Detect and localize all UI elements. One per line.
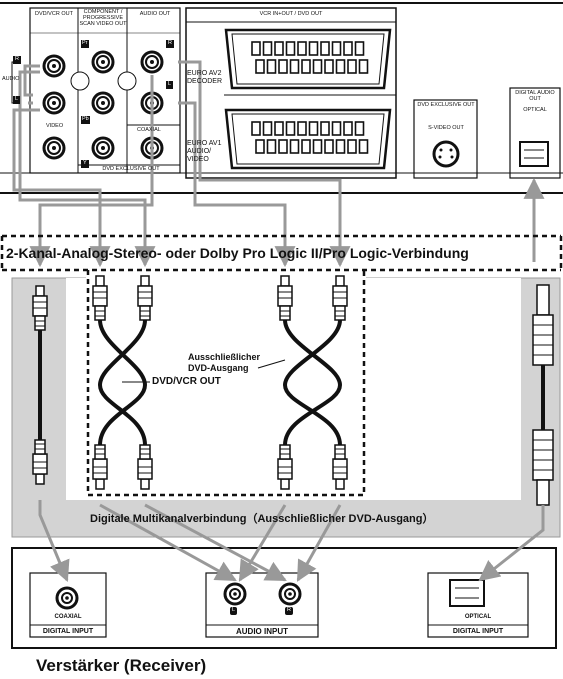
receiver-digital-input-2-label: DIGITAL INPUT — [452, 628, 504, 635]
badge-pr: Pr — [81, 40, 89, 48]
badge-r-left: R — [13, 56, 21, 64]
dvd-exclusive-out-label: DVD EXCLUSIVE OUT — [102, 166, 160, 172]
badge-pb: Pb — [81, 116, 90, 124]
receiver-badge-r: R — [285, 607, 293, 615]
scart-pins-av1 — [251, 121, 369, 154]
optical-panel-label: OPTICAL — [523, 107, 547, 113]
svideo-box-title: DVD EXCLUSIVE OUT — [417, 102, 475, 108]
exclusive-label-line1: Ausschließlicher — [188, 352, 261, 362]
rca-cable-right — [277, 275, 348, 490]
panel-jacks — [42, 50, 164, 160]
badge-l-left: L — [13, 96, 21, 104]
euro-av1-label: EURO AV1 AUDIO/ VIDEO — [187, 140, 222, 164]
audio-out-label: AUDIO OUT — [139, 11, 171, 17]
dvd-vcr-out-label: DVD/VCR OUT — [35, 11, 73, 17]
receiver-routing-lines — [38, 500, 545, 582]
badge-l-audio: L — [166, 81, 174, 89]
optical-cable — [532, 284, 554, 506]
receiver-unit — [11, 547, 557, 649]
receiver-audio-input-label: AUDIO INPUT — [236, 627, 288, 636]
coaxial-panel-label: COAXIAL — [137, 127, 161, 133]
svideo-out-label: S-VIDEO OUT — [428, 125, 464, 131]
analog-connection-frame — [0, 234, 563, 497]
receiver-digital-input-label: DIGITAL INPUT — [42, 628, 94, 635]
video-label: VIDEO — [46, 123, 64, 129]
badge-y: Y — [81, 160, 89, 168]
scart-pins-av2 — [251, 41, 369, 74]
receiver-coaxial-label: COAXIAL — [54, 614, 82, 620]
audio-side-label: AUDIO — [2, 76, 20, 82]
digital-audio-out-title: DIGITAL AUDIO OUT — [515, 90, 555, 102]
coaxial-cable — [32, 285, 48, 485]
vcr-in-out-label: VCR IN+OUT / DVD OUT — [259, 11, 323, 17]
component-out-label: COMPONENT / PROGRESSIVE SCAN VIDEO OUT — [79, 9, 127, 27]
receiver-optical-label: OPTICAL — [464, 614, 492, 620]
receiver-badge-l: L — [230, 607, 238, 615]
rca-cable-left — [92, 275, 153, 490]
exclusive-label-line2: DVD-Ausgang — [188, 363, 249, 373]
digital-multichannel-label: Digitale Multikanalverbindung（Ausschließ… — [90, 513, 434, 525]
dvd-vcr-out-cable-label: DVD/VCR OUT — [152, 376, 221, 387]
analog-connection-title: 2-Kanal-Analog-Stereo- oder Dolby Pro Lo… — [6, 245, 469, 261]
euro-av2-label: EURO AV2 DECODER — [187, 70, 223, 86]
receiver-title: Verstärker (Receiver) — [36, 656, 207, 675]
panel-routing-lines — [12, 60, 545, 268]
badge-r-audio: R — [166, 40, 174, 48]
